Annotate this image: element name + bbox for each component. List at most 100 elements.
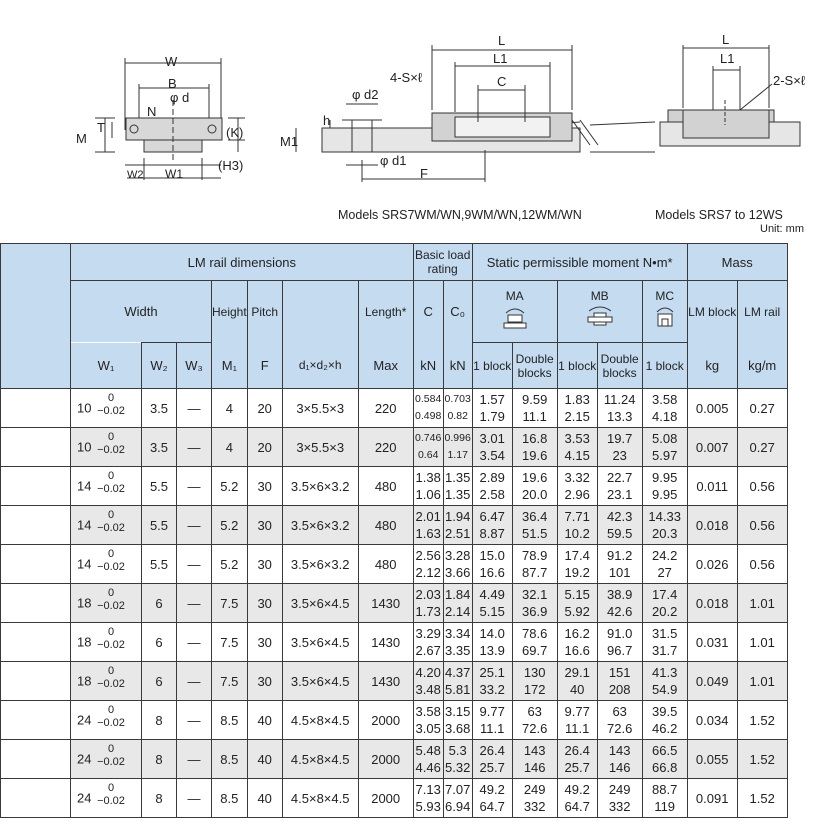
cell-mb-double-value: 332 — [608, 799, 631, 814]
cell-mb-one-value: 3.53 — [564, 431, 590, 446]
tolerance-upper: 0 — [107, 548, 115, 560]
cell-c-value: 2.56 — [415, 548, 441, 563]
cell-ma-one-value: 25.1 — [479, 665, 505, 680]
header-C0: C₀ — [442, 280, 473, 343]
cell-mc-value: 3.58 — [652, 392, 678, 407]
label-S: 4-S×ℓ — [390, 70, 423, 85]
cell-c-value: 5.48 — [415, 743, 441, 758]
row-blank — [0, 544, 71, 584]
cell-m1: 8.5 — [211, 739, 248, 779]
label-H3: (H3) — [218, 158, 243, 173]
w1-tolerance: 0−0.02 — [95, 743, 127, 769]
cell-mc-value: 66.8 — [652, 760, 678, 775]
cell-rail-mass: 1.52 — [736, 778, 788, 818]
cell-c0-value: 0.82 — [447, 410, 468, 422]
cell-mc-value: 24.2 — [652, 548, 678, 563]
cell-c0-value: 0.996 — [444, 432, 471, 444]
cell-c0-value: 1.35 — [445, 487, 471, 502]
cell-length: 1430 — [357, 583, 414, 623]
cell-ma-one-value: 8.87 — [479, 526, 505, 541]
cell-w2: 3.5 — [141, 427, 177, 467]
cell-ma-one-value: 2.58 — [479, 487, 505, 502]
row-blank — [0, 466, 71, 506]
cell-mb-one-value: 25.7 — [564, 760, 590, 775]
cell-c-value: 0.746 — [415, 432, 442, 444]
tolerance-upper: 0 — [107, 392, 115, 404]
header-height: Height — [211, 280, 248, 343]
tolerance-lower: −0.02 — [97, 483, 125, 495]
cell-ma-double-value: 63 — [527, 704, 542, 719]
w1-tolerance: 0−0.02 — [95, 548, 127, 574]
tolerance-lower: −0.02 — [97, 795, 125, 807]
cell-mb-one-value: 2.96 — [564, 487, 590, 502]
header-rail-dimensions: LM rail dimensions — [70, 243, 414, 281]
cell-ma-one-value: 2.89 — [479, 470, 505, 485]
header-C: C — [412, 280, 444, 343]
cell-block-mass: 0.034 — [686, 700, 738, 740]
cell-c0-value: 5.81 — [445, 682, 471, 697]
cell-w3: — — [176, 700, 212, 740]
tolerance-upper: 0 — [107, 743, 115, 755]
cell-m1: 8.5 — [211, 778, 248, 818]
cell-m1: 7.5 — [211, 622, 248, 662]
cell-ma-double-value: 32.1 — [522, 587, 548, 602]
header-F: F — [246, 342, 283, 389]
cell-mc-value: 31.7 — [652, 643, 678, 658]
row-blank — [0, 622, 71, 662]
label-F: F — [420, 166, 428, 181]
cell-c0-value: 3.68 — [445, 721, 471, 736]
label-L: L — [498, 33, 505, 48]
cell-mb-one-value: 40 — [569, 682, 585, 697]
cell-ma-one-value: 15.0 — [479, 548, 505, 563]
cell-mb-double-value: 22.7 — [607, 470, 633, 485]
cell-mb-double-value: 63 — [612, 704, 627, 719]
label-L1-ws: L1 — [720, 51, 734, 66]
cell-c-value: 0.498 — [415, 410, 442, 422]
cell-ma-double-value: 146 — [523, 760, 546, 775]
header-lm-rail: LM rail — [736, 280, 788, 343]
label-B: B — [168, 76, 177, 91]
w1-value: 14 — [77, 517, 92, 533]
cell-mb-double-value: 38.9 — [607, 587, 633, 602]
cell-ma-one-value: 1.79 — [479, 409, 505, 424]
cell-mb-one-value: 11.1 — [565, 721, 590, 736]
cell-c0-value: 1.17 — [447, 449, 468, 461]
header-MB: MB — [556, 280, 643, 343]
cell-ma-one-value: 14.0 — [479, 626, 505, 641]
cell-mb-one-value: 19.2 — [564, 565, 590, 580]
ws-side-view-drawing — [659, 45, 801, 147]
header-mb-one-block: 1 block — [556, 342, 598, 389]
cell-ma-double-value: 172 — [523, 682, 546, 697]
cell-length: 220 — [357, 427, 414, 467]
tolerance-upper: 0 — [107, 509, 115, 521]
cell-mb-double-value: 101 — [608, 565, 631, 580]
header-mc-one-block: 1 block — [641, 342, 688, 389]
cell-m1: 8.5 — [211, 700, 248, 740]
cell-c0-value: 6.94 — [445, 799, 471, 814]
cell-mb-one-value: 16.6 — [564, 643, 590, 658]
cell-mb-double-value: 19.7 — [607, 431, 633, 446]
cell-mb-double-value: 23 — [612, 448, 627, 463]
cell-ma-one-value: 16.6 — [479, 565, 505, 580]
w1-tolerance: 0−0.02 — [95, 587, 127, 613]
tolerance-lower: −0.02 — [97, 600, 125, 612]
cell-block-mass: 0.049 — [686, 661, 738, 701]
